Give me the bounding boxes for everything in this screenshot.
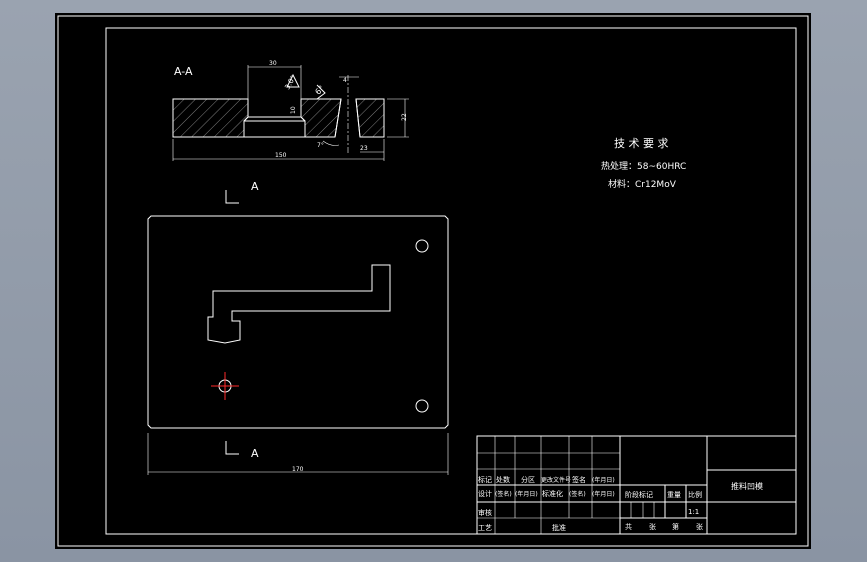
dim-angle-bottom: 7° — [317, 142, 324, 149]
dim-depth-mid: 10 — [290, 106, 297, 114]
part-name: 推料凹模 — [731, 481, 763, 491]
tech-line-heat: 热处理：58~60HRC — [601, 160, 686, 172]
dim-angle-side: 6° — [313, 84, 326, 97]
title-block-cell: 第 — [672, 522, 679, 531]
inner-frame — [105, 27, 797, 535]
roughness-symbol-1 — [286, 73, 300, 88]
taper-right — [355, 98, 361, 138]
title-block-cell: 更改文件号 — [541, 476, 571, 484]
plate-outline — [147, 215, 449, 429]
title-block-cell: 阶段标记 — [625, 490, 653, 499]
dim-small-top: 4 — [343, 77, 347, 84]
cut-marker-top — [225, 190, 239, 204]
title-block-cell: 共 — [625, 522, 632, 531]
title-block-cell: (年月日) — [592, 476, 615, 484]
dim-angle-top: 3.0° — [283, 74, 297, 91]
section-middle-body — [300, 98, 342, 138]
title-block-cell: 1:1 — [688, 508, 699, 516]
hole-top-right — [415, 239, 429, 253]
section-label: A-A — [174, 65, 193, 78]
dim-height-right: 22 — [401, 113, 408, 121]
title-block-cell: 审核 — [478, 508, 492, 517]
roughness-symbol-2 — [316, 84, 326, 100]
cut-label-bottom: A — [251, 447, 259, 460]
title-block-cell: 分区 — [521, 475, 535, 484]
title-block-cell: 张 — [696, 522, 703, 531]
cad-drawing-viewport[interactable]: A-A 30 3.0° 6° 4 10 22 150 2 — [55, 13, 811, 549]
tech-title: 技 术 要 求 — [614, 137, 669, 150]
outer-frame — [57, 15, 809, 547]
section-view: A-A 30 3.0° 6° 4 10 22 150 2 — [172, 60, 409, 161]
cad-drawing: A-A 30 3.0° 6° 4 10 22 150 2 — [57, 15, 809, 547]
angle-arc-bottom — [322, 140, 340, 146]
dim-width-total: 150 — [275, 152, 287, 159]
dim-top-width: 30 — [269, 60, 277, 67]
tech-requirements: 技 术 要 求 热处理：58~60HRC 材料：Cr12MoV — [601, 137, 686, 190]
dim-plan-width: 170 — [292, 466, 304, 473]
title-block-cell: 签名 — [572, 475, 586, 484]
title-block-cell: 重量 — [667, 491, 681, 499]
title-block-cell: (年月日) — [592, 490, 615, 498]
tech-line-material: 材料：Cr12MoV — [608, 178, 677, 190]
title-block-cell: (签名) — [569, 490, 586, 498]
title-block-cell: 工艺 — [478, 524, 492, 532]
hole-bottom-right — [415, 399, 429, 413]
cut-label-top: A — [251, 180, 259, 193]
section-right-body — [355, 98, 385, 138]
title-block-cell: 设计 — [478, 489, 492, 498]
title-block-cell: 标准化 — [542, 489, 563, 498]
title-block-cell: 张 — [649, 522, 656, 531]
title-block-cell: 批准 — [552, 523, 566, 532]
title-block: 标记 处数 分区 更改文件号 签名 (年月日) 设计 (签名) (年月日) 标准… — [476, 435, 797, 535]
plan-view: A A 170 — [147, 180, 449, 475]
section-left-body — [172, 98, 249, 138]
slot-profile — [207, 264, 391, 344]
cut-marker-bottom — [225, 441, 239, 455]
title-block-cell: (年月日) — [515, 490, 538, 498]
dim-right-offset: 23 — [360, 145, 368, 152]
title-block-cell: (签名) — [495, 490, 512, 498]
taper-left — [334, 98, 342, 138]
title-block-cell: 比例 — [688, 490, 702, 499]
section-pocket — [243, 99, 306, 138]
title-block-cell: 标记 — [478, 475, 492, 484]
title-block-cell: 处数 — [496, 475, 510, 484]
